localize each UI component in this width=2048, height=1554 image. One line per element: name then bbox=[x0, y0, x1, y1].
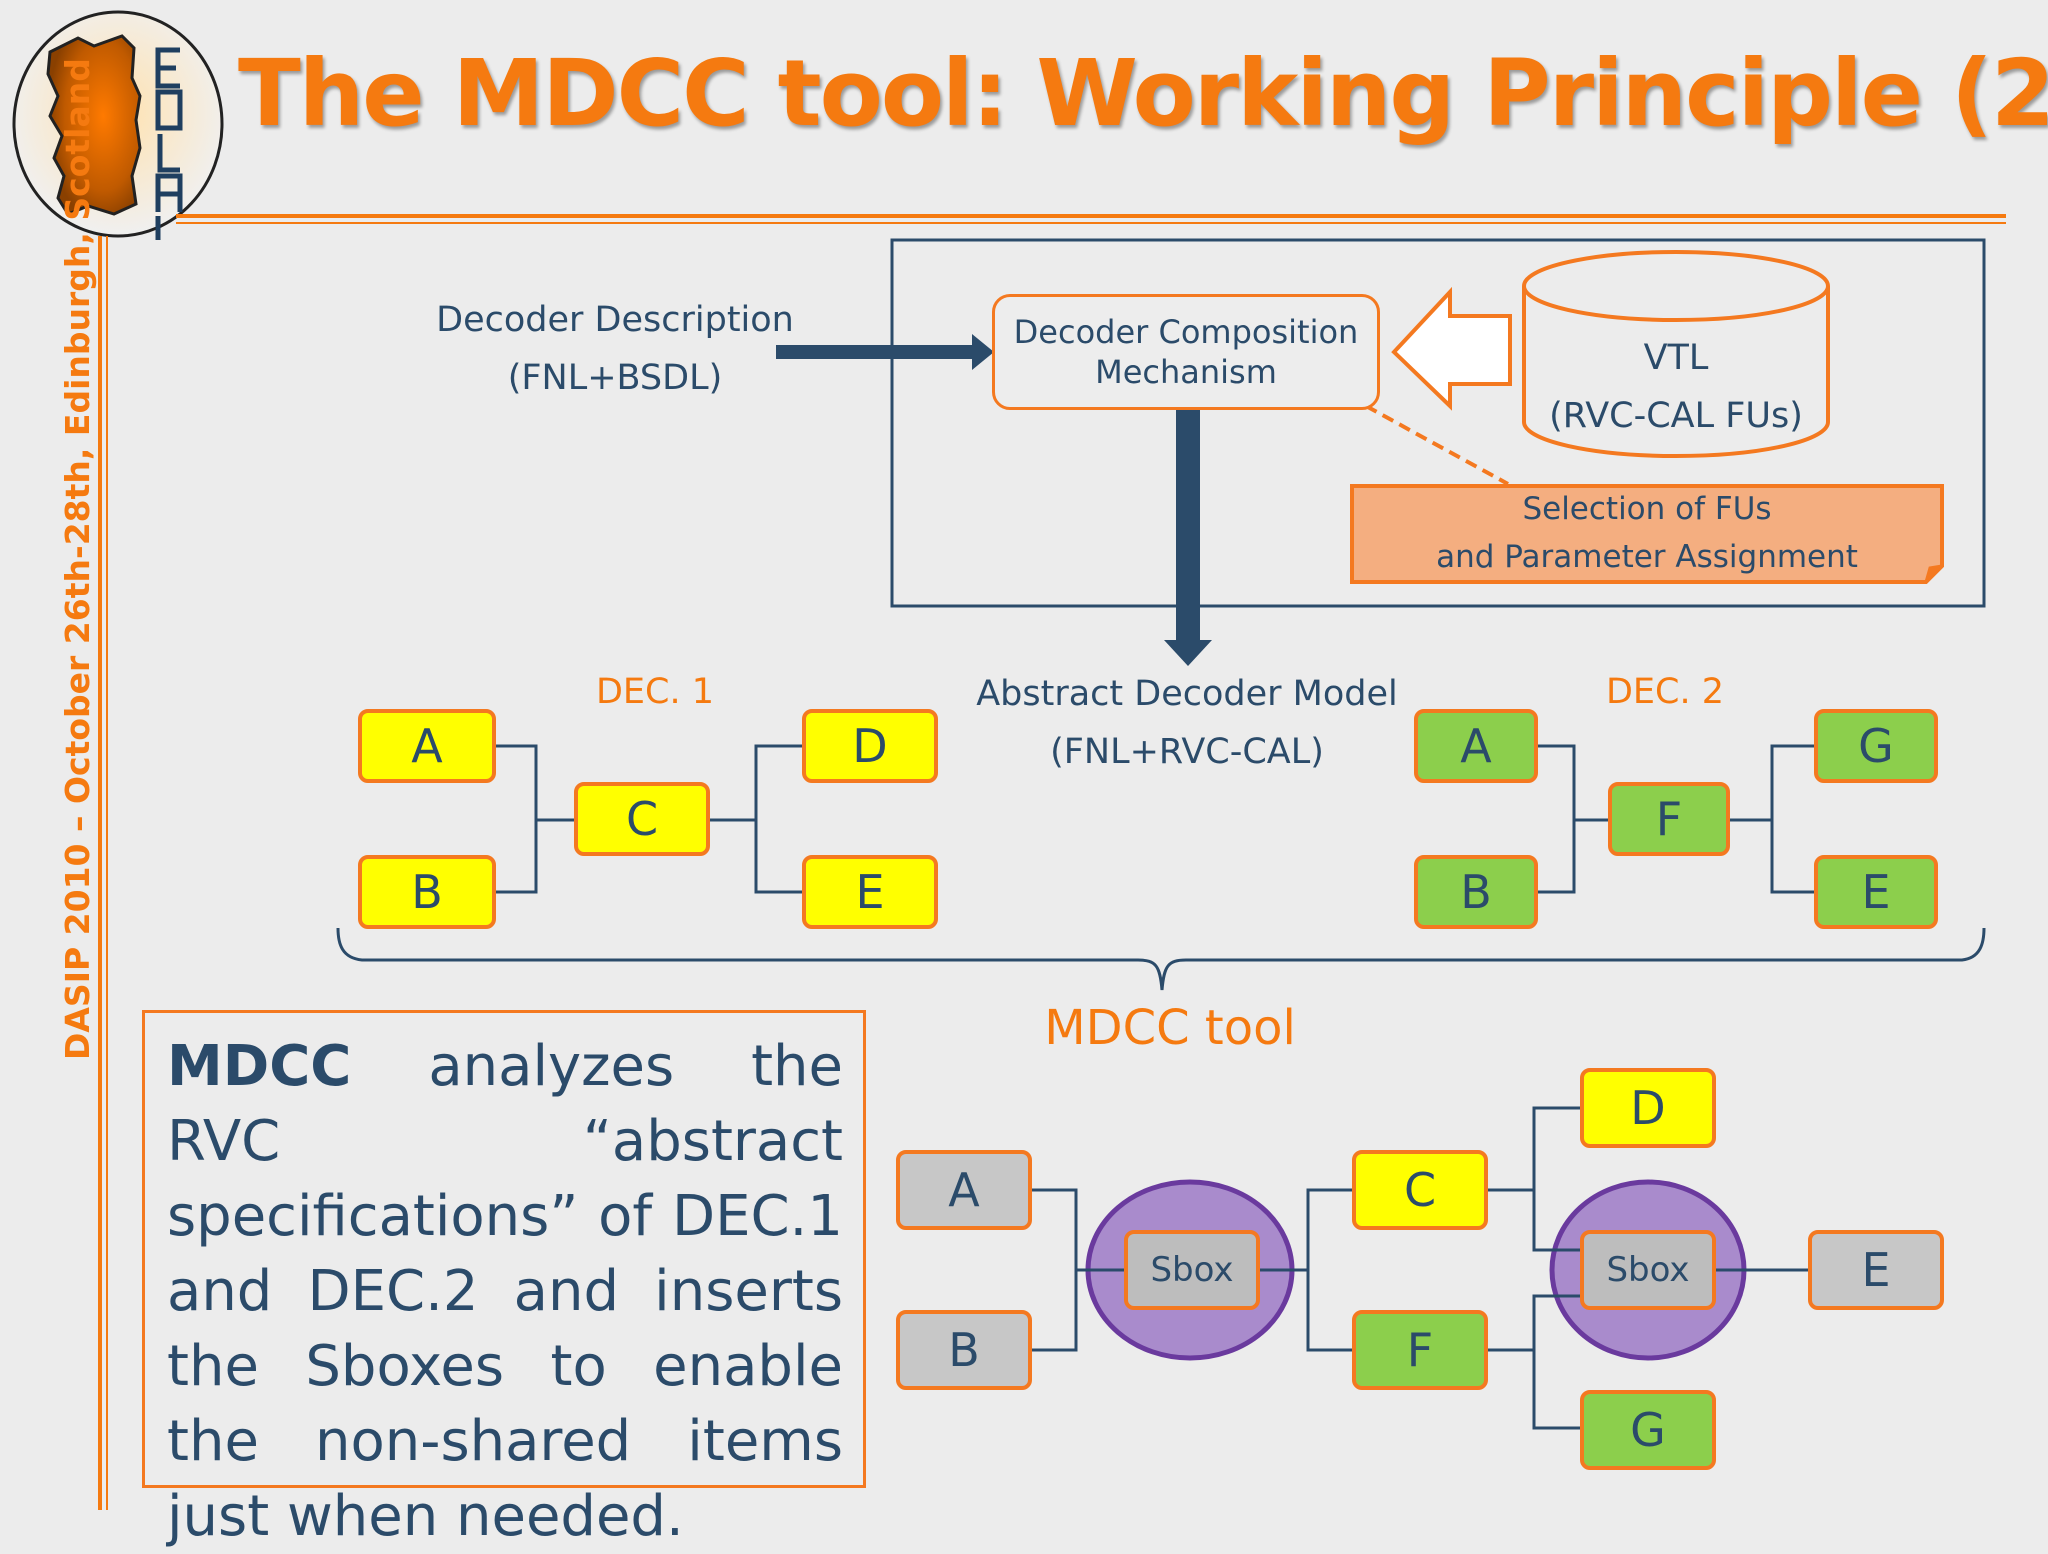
abstract-model-sublabel: (FNL+RVC-CAL) bbox=[1050, 732, 1324, 772]
sbox-1: Sbox bbox=[1124, 1230, 1260, 1310]
dec2-node-f: F bbox=[1608, 782, 1730, 856]
dec1-node-e: E bbox=[802, 855, 938, 929]
dcm-line2: Mechanism bbox=[1095, 353, 1277, 391]
input-arrow-head bbox=[972, 334, 994, 370]
description-box: MDCC analyzes the RVC “abstract specific… bbox=[142, 1010, 866, 1549]
vtl-sublabel: (RVC-CAL FUs) bbox=[1549, 396, 1803, 436]
dec1-node-b: B bbox=[358, 855, 496, 929]
selection-line1: Selection of FUs bbox=[1522, 491, 1772, 527]
down-arrow-shaft bbox=[1176, 404, 1200, 644]
decoder-composition-mechanism: Decoder Composition Mechanism bbox=[992, 294, 1380, 410]
selection-line2: and Parameter Assignment bbox=[1436, 539, 1858, 575]
description-strong: MDCC bbox=[167, 1034, 352, 1099]
system-frame bbox=[890, 238, 1986, 608]
merged-node-g: G bbox=[1580, 1390, 1716, 1470]
dec2-label: DEC. 2 bbox=[1605, 672, 1725, 712]
merged-node-e: E bbox=[1808, 1230, 1944, 1310]
side-rule bbox=[98, 236, 102, 1510]
vtl-cylinder bbox=[1522, 286, 1830, 458]
vtl-arrow bbox=[1391, 286, 1512, 411]
dec1-node-c: C bbox=[574, 782, 710, 856]
dec2-node-g: G bbox=[1814, 709, 1938, 783]
decoder-description-label: Decoder Description bbox=[436, 300, 794, 340]
abstract-model-label: Abstract Decoder Model bbox=[976, 674, 1398, 714]
mdcc-tool-label: MDCC tool bbox=[1044, 1000, 1296, 1056]
selection-of-fus: Selection of FUs and Parameter Assignmen… bbox=[1352, 484, 1942, 582]
dec2-node-e: E bbox=[1814, 855, 1938, 929]
merged-node-c: C bbox=[1352, 1150, 1488, 1230]
merged-node-a: A bbox=[896, 1150, 1032, 1230]
decoder-description-sub: (FNL+BSDL) bbox=[507, 358, 723, 398]
eolab-logo bbox=[12, 10, 224, 240]
side-rule-thin bbox=[106, 236, 108, 1510]
dec1-node-a: A bbox=[358, 709, 496, 783]
vtl-cylinder-top bbox=[1522, 250, 1830, 322]
description-text: MDCC analyzes the RVC “abstract specific… bbox=[167, 1029, 843, 1554]
merged-node-d: D bbox=[1580, 1068, 1716, 1148]
dec2-node-b: B bbox=[1414, 855, 1538, 929]
dcm-line1: Decoder Composition bbox=[1013, 313, 1359, 351]
sbox-2: Sbox bbox=[1580, 1230, 1716, 1310]
dec2-node-a: A bbox=[1414, 709, 1538, 783]
dashed-connector bbox=[1365, 404, 1509, 486]
dec1-label: DEC. 1 bbox=[595, 672, 715, 712]
description-rest: analyzes the RVC “abstract specification… bbox=[167, 1034, 843, 1549]
merged-node-b: B bbox=[896, 1310, 1032, 1390]
input-arrow-shaft bbox=[776, 345, 976, 359]
vtl-label: VTL bbox=[1643, 338, 1709, 378]
title-rule-thin bbox=[176, 222, 2006, 224]
title-rule bbox=[176, 214, 2006, 218]
dec1-node-d: D bbox=[802, 709, 938, 783]
merged-node-f: F bbox=[1352, 1310, 1488, 1390]
slide-title: The MDCC tool: Working Principle (2) bbox=[238, 40, 2048, 147]
down-arrow-head bbox=[1164, 640, 1212, 666]
